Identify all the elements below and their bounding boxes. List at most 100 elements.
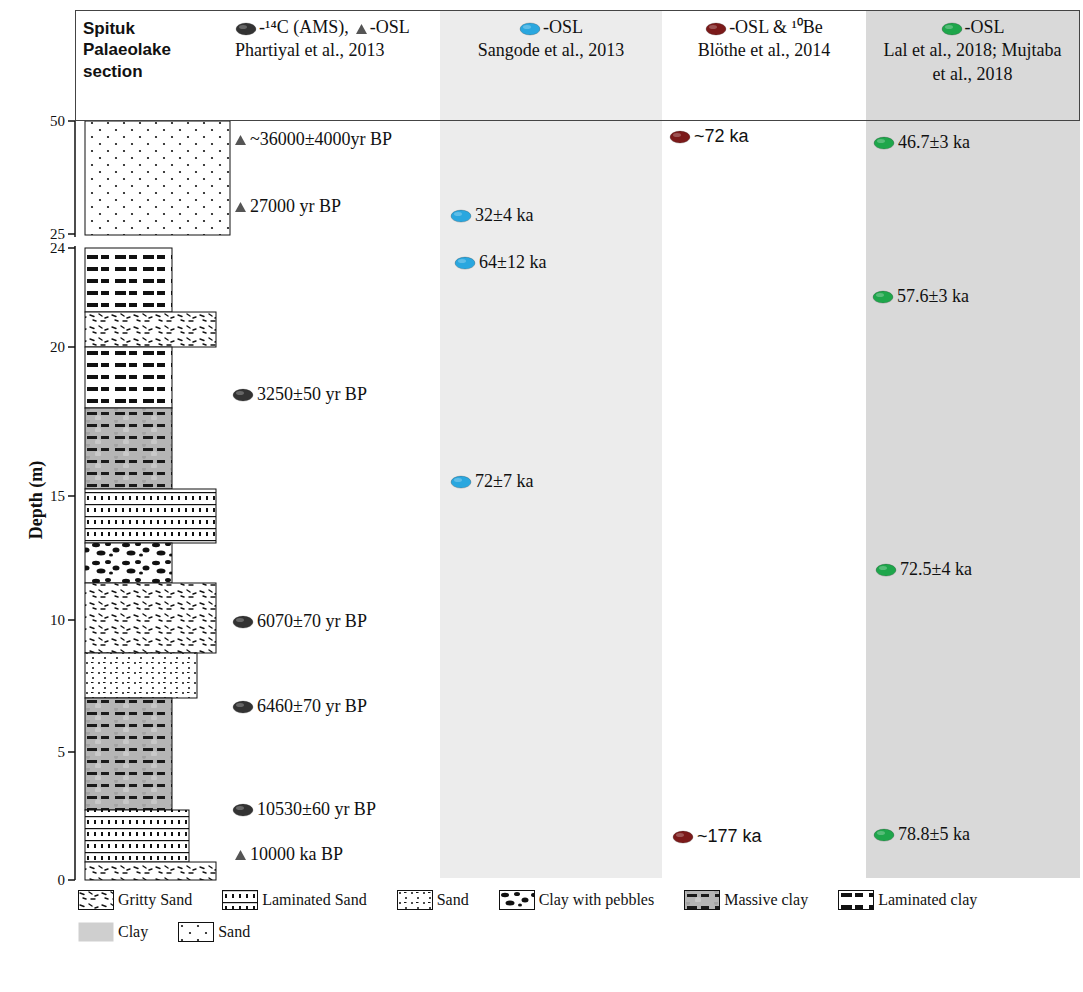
- legend-item: Clay: [78, 922, 148, 942]
- dot-marker: [669, 130, 691, 144]
- legend: Gritty SandLaminated SandSandClay with p…: [78, 890, 1007, 954]
- legend-text: Gritty Sand: [118, 891, 192, 909]
- header-text: Sangode et al., 2013: [478, 40, 624, 60]
- header-line: Lal et al., 2018; Mujtaba et al., 2018: [883, 39, 1063, 86]
- dot-marker: [941, 22, 963, 36]
- age-label: 6460±70 yr BP: [257, 697, 367, 717]
- legend-swatch: [839, 891, 874, 910]
- triangle-marker: [234, 201, 247, 213]
- age-label: ~72 ka: [669, 127, 749, 147]
- age-label: 27000 yr BP: [234, 197, 341, 217]
- tick-label: 50: [50, 114, 65, 129]
- legend-item: Laminated clay: [838, 890, 977, 910]
- band-fill: [866, 121, 1080, 878]
- legend-item: Clay with pebbles: [499, 890, 655, 910]
- legend-swatch: [397, 890, 433, 910]
- header-line: Blöthe et al., 2014: [667, 39, 861, 62]
- dot-marker: [450, 475, 472, 489]
- legend-text: Laminated Sand: [262, 891, 366, 909]
- dot-marker: [454, 256, 476, 270]
- age-label: 27000 yr BP: [250, 197, 341, 217]
- tick-label: 50: [50, 114, 65, 129]
- legend-item: Sand: [397, 890, 469, 910]
- header-text: Spituk Palaeolake section: [83, 19, 171, 81]
- age-label: 10000 ka BP: [234, 845, 343, 865]
- legend-swatch: [684, 890, 720, 910]
- dot-marker: [235, 22, 257, 36]
- legend-swatch: [838, 890, 874, 910]
- header-text: -OSL: [543, 17, 583, 37]
- legend-row: Clay Sand: [78, 922, 1007, 942]
- tick-label: 10: [50, 613, 65, 628]
- legend-text: Clay: [118, 923, 148, 941]
- header-text: Blöthe et al., 2014: [698, 40, 830, 60]
- legend-swatch: [499, 891, 534, 910]
- triangle-marker: [355, 23, 368, 35]
- dot-marker: [232, 388, 254, 402]
- dot-marker: [450, 209, 472, 223]
- age-label: 78.8±5 ka: [873, 825, 970, 845]
- tick-label: 10: [50, 613, 65, 628]
- axis-title: Depth (m): [26, 461, 47, 540]
- source-band-header: -¹⁴C (AMS),-OSLPhartiyal et al., 2013: [230, 10, 440, 121]
- legend-item: Laminated Sand: [222, 890, 366, 910]
- header-text: -OSLLal et al., 2018; Mujtaba et al., 20…: [871, 16, 1074, 86]
- header-text: -¹⁴C (AMS),: [259, 17, 349, 37]
- legend-swatch: [223, 891, 258, 910]
- age-label: ~36000±4000yr BP: [234, 130, 392, 150]
- legend-swatch: [79, 923, 114, 942]
- source-band-header: -OSL Sangode et al., 2013: [440, 10, 662, 121]
- age-label: ~177 ka: [672, 827, 762, 847]
- age-label: ~36000±4000yr BP: [250, 130, 392, 150]
- axis-title: Depth (m): [26, 461, 47, 540]
- source-band-header: -OSLLal et al., 2018; Mujtaba et al., 20…: [866, 10, 1080, 121]
- age-label: 10530±60 yr BP: [232, 800, 376, 820]
- age-label: 3250±50 yr BP: [257, 385, 367, 405]
- header-line: -¹⁴C (AMS),-OSL: [235, 16, 435, 39]
- legend-swatch: [178, 922, 214, 942]
- legend-text: Laminated clay: [878, 891, 977, 909]
- dot-marker: [873, 828, 895, 842]
- tick-label: 20: [50, 340, 65, 355]
- tick-label: 24: [50, 241, 65, 256]
- legend-swatch: [685, 891, 720, 910]
- age-label: 10000 ka BP: [250, 845, 343, 865]
- age-label: 64±12 ka: [479, 253, 546, 273]
- dot-marker: [519, 22, 541, 36]
- age-label: 78.8±5 ka: [898, 825, 970, 845]
- age-label: ~177 ka: [697, 827, 762, 847]
- tick-label: 5: [58, 745, 66, 760]
- header-line: -OSL: [446, 16, 656, 39]
- legend-text: Clay with pebbles: [539, 891, 655, 909]
- age-label: 10530±60 yr BP: [257, 800, 376, 820]
- age-label: ~72 ka: [694, 127, 749, 147]
- lithology-column: [85, 121, 230, 880]
- age-label: 6460±70 yr BP: [232, 697, 367, 717]
- tick-label: 0: [58, 873, 66, 888]
- dot-marker: [232, 803, 254, 817]
- header-text: -OSL: [965, 17, 1005, 37]
- header-line: Phartiyal et al., 2013: [235, 39, 435, 62]
- header-text: -OSL & ¹⁰Be: [729, 17, 823, 37]
- tick-label: 20: [50, 340, 65, 355]
- age-label: 6070±70 yr BP: [257, 612, 367, 632]
- header-line: Spituk Palaeolake section: [83, 18, 193, 82]
- legend-swatch: [397, 891, 432, 910]
- age-label: 64±12 ka: [454, 253, 546, 273]
- legend-text: Sand: [437, 891, 469, 909]
- tick-label: 5: [58, 745, 66, 760]
- triangle-marker: [234, 849, 247, 861]
- legend-text: Sand: [218, 923, 250, 941]
- tick-label: 15: [50, 489, 65, 504]
- header-text: -OSL Sangode et al., 2013: [445, 16, 657, 63]
- header-line: -OSL & ¹⁰Be: [667, 16, 861, 39]
- age-label: 72±7 ka: [450, 472, 533, 492]
- header-text: Phartiyal et al., 2013: [235, 40, 384, 60]
- tick-label: 15: [50, 489, 65, 504]
- legend-swatch: [79, 891, 114, 910]
- tick-label: 0: [58, 873, 66, 888]
- age-label: 72.5±4 ka: [900, 560, 972, 580]
- age-label: 57.6±3 ka: [897, 287, 969, 307]
- age-label: 57.6±3 ka: [872, 287, 969, 307]
